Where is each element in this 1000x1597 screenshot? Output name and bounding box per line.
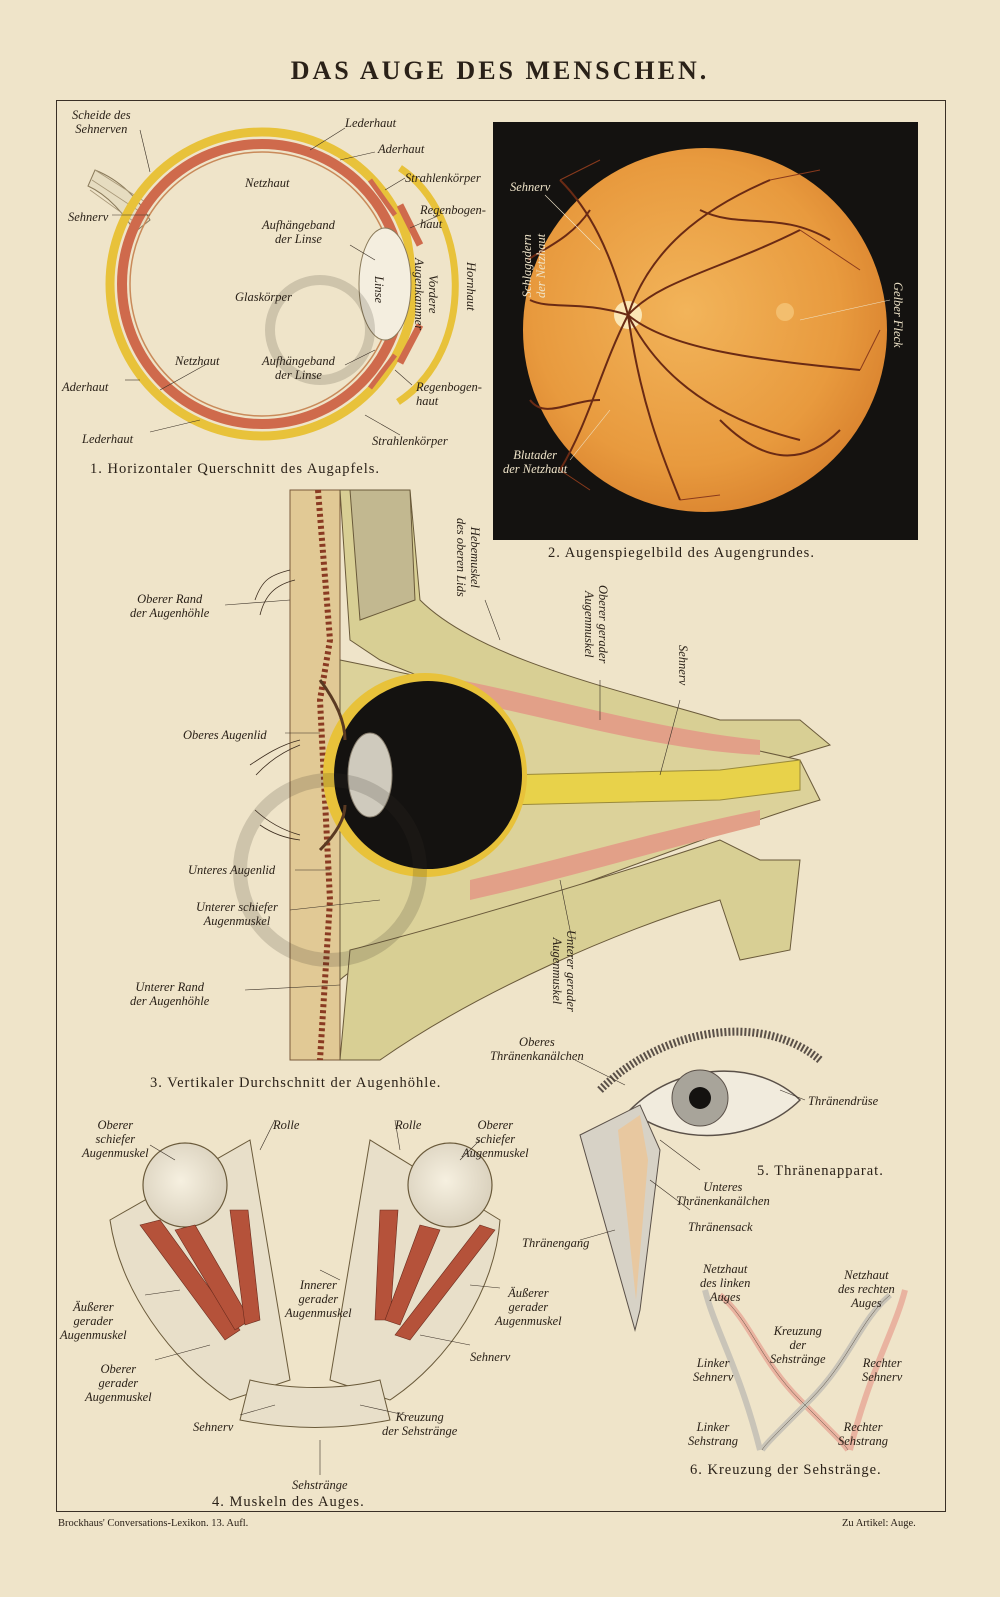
fig3-label-superior-rectus: Oberer gerader Augenmuskel <box>582 585 610 664</box>
footer-publisher: Brockhaus' Conversations-Lexikon. 13. Au… <box>58 1518 249 1529</box>
fig1-label-choroid-bottom: Aderhaut <box>62 380 109 394</box>
fig1-label-iris-top: Regenbogen- haut <box>420 203 486 231</box>
fig5-lacrimal <box>574 1027 823 1332</box>
fig4-label-lateral-rectus-left: Äußerer gerader Augenmuskel <box>60 1300 127 1342</box>
fig3-superior-rectus <box>460 680 760 755</box>
fig3-inferior-rectus <box>470 810 760 900</box>
fig3-orbit-section <box>224 489 832 1061</box>
fig1-label-sclera-bottom: Lederhaut <box>82 432 134 446</box>
fig1-label-ciliary-top: Strahlenkörper <box>405 171 481 185</box>
plate-title: DAS AUGE DES MENSCHEN. <box>290 56 710 85</box>
fig4-label-chiasm: Kreuzung der Sehstränge <box>382 1410 458 1438</box>
fig3-label-lower-rim: Unterer Rand der Augenhöhle <box>130 980 210 1008</box>
fig5-label-upper-canaliculus: Oberes Thränenkanälchen <box>490 1035 584 1063</box>
fig3-label-inferior-rectus: Unterer gerader Augenmuskel <box>550 930 578 1012</box>
fig2-vessels <box>527 179 861 501</box>
fig1-label-iris-bottom: Regenbogen- haut <box>416 380 482 408</box>
fig3-label-upper-rim: Oberer Rand der Augenhöhle <box>130 592 210 620</box>
fig6-caption: 6. Kreuzung der Sehstränge. <box>690 1462 882 1478</box>
fig1-label-anterior-chamber: Vordere Augenkammer <box>412 258 440 331</box>
fig6-label-chiasm: Kreuzung der Sehstränge <box>770 1324 826 1366</box>
fig2-label-optic-nerve: Sehnerv <box>510 180 551 194</box>
fig1-caption: 1. Horizontaler Querschnitt des Augapfel… <box>90 461 381 477</box>
fig1-label-zonule-top: Aufhängeband der Linse <box>262 218 335 246</box>
fig2-label-veins: Blutader der Netzhaut <box>503 448 568 476</box>
fig6-label-right-retina: Netzhaut des rechten Auges <box>838 1268 895 1310</box>
fig4-right-globe <box>407 1142 493 1228</box>
plate-frame <box>56 100 946 1512</box>
fig4-label-medial-rectus: Innerer gerader Augenmuskel <box>285 1278 352 1320</box>
fig1-label-choroid-top: Aderhaut <box>378 142 425 156</box>
fig3-label-optic-nerve: Sehnerv <box>676 645 690 686</box>
fig4-right-superior-rectus <box>384 1224 441 1326</box>
fig4-eye-muscles <box>109 1119 501 1475</box>
fig1-label-lens: Linse <box>372 276 386 304</box>
fig1-label-retina-bottom: Netzhaut <box>175 354 220 368</box>
fig2-retina-disc <box>523 148 887 512</box>
fig5-eyebrow <box>597 1027 823 1093</box>
fig1-label-retina-top: Netzhaut <box>245 176 290 190</box>
fig1-label-ciliary-bottom: Strahlenkörper <box>372 434 448 448</box>
fig3-lower-lid <box>318 804 347 852</box>
fig6-label-right-nerve: Rechter Sehnerv <box>862 1356 903 1384</box>
fig4-label-superior-rectus: Oberer gerader Augenmuskel <box>85 1362 152 1404</box>
fig4-label-trochlea-right: Rolle <box>395 1118 422 1132</box>
fig3-label-inferior-oblique: Unterer schiefer Augenmuskel <box>196 900 278 928</box>
fig1-label-zonule-bottom: Aufhängeband der Linse <box>262 354 335 382</box>
fig3-upper-lid <box>318 679 347 741</box>
fig5-caption: 5. Thränenapparat. <box>757 1163 884 1179</box>
fig1-sclera <box>105 127 419 441</box>
fig1-cornea <box>396 165 459 405</box>
footer-article: Zu Artikel: Auge. <box>842 1518 916 1529</box>
fig3-lens <box>347 732 393 818</box>
fig5-pupil <box>689 1087 711 1109</box>
fig1-label-vitreous: Glaskörper <box>235 290 292 304</box>
fig1-label-cornea: Hornhaut <box>464 262 478 311</box>
fig1-eyeball-section <box>87 127 459 441</box>
fig3-lower-bone <box>339 839 801 1061</box>
fig3-label-upper-lid: Oberes Augenlid <box>183 728 267 742</box>
fig6-label-left-retina: Netzhaut des linken Auges <box>700 1262 751 1304</box>
fig2-caption: 2. Augenspiegelbild des Augengrundes. <box>548 545 815 561</box>
fig4-caption: 4. Muskeln des Auges. <box>212 1494 365 1510</box>
fig1-lens <box>358 227 412 341</box>
fig5-label-gland: Thränendrüse <box>808 1094 879 1108</box>
fig4-left-medial-rectus <box>229 1209 261 1326</box>
fig1-iris-bottom <box>396 323 424 365</box>
fig6-label-left-nerve: Linker Sehnerv <box>693 1356 734 1384</box>
fig4-label-trochlea-left: Rolle <box>273 1118 300 1132</box>
watermark <box>233 275 427 967</box>
fig1-label-sheath: Scheide des Sehnerven <box>72 108 131 136</box>
fig2-label-arteries: Schlagadern der Netzhaut <box>520 233 548 298</box>
fig4-chiasm <box>239 1379 391 1428</box>
fig6-label-right-tract: Rechter Sehstrang <box>838 1420 888 1448</box>
fig5-lacrimal-sac <box>618 1115 648 1300</box>
fig4-left-lateral-rectus <box>139 1219 241 1341</box>
fig4-label-superior-oblique-right: Oberer schiefer Augenmuskel <box>462 1118 529 1160</box>
fig1-iris-top <box>396 203 424 247</box>
fig6-label-left-tract: Linker Sehstrang <box>688 1420 738 1448</box>
fig4-label-optic-nerve-left: Sehnerv <box>193 1420 234 1434</box>
fig4-label-lateral-rectus-right: Äußerer gerader Augenmuskel <box>495 1286 562 1328</box>
fig1-label-optic-nerve: Sehnerv <box>68 210 109 224</box>
fig1-label-sclera-top: Lederhaut <box>345 116 397 130</box>
fig3-label-levator: Hebemuskel des oberen Lids <box>454 518 482 597</box>
fig5-label-sac: Thränensack <box>688 1220 753 1234</box>
fig3-label-lower-lid: Unteres Augenlid <box>188 863 276 877</box>
fig2-macula <box>776 303 794 321</box>
fig4-label-optic-nerve-right: Sehnerv <box>470 1350 511 1364</box>
fig4-label-optic-tracts: Sehstränge <box>292 1478 348 1492</box>
fig4-label-superior-oblique-left: Oberer schiefer Augenmuskel <box>82 1118 149 1160</box>
fig4-left-globe <box>142 1142 228 1228</box>
fig4-right-lateral-rectus <box>394 1224 496 1341</box>
fig2-label-macula: Gelber Fleck <box>891 282 905 348</box>
fig3-caption: 3. Vertikaler Durchschnitt der Augenhöhl… <box>150 1075 442 1091</box>
fig5-label-duct: Thränengang <box>522 1236 590 1250</box>
fig5-label-lower-canaliculus: Unteres Thränenkanälchen <box>676 1180 770 1208</box>
fig6-chiasm <box>702 1289 908 1452</box>
fig2-fundus <box>493 122 918 540</box>
